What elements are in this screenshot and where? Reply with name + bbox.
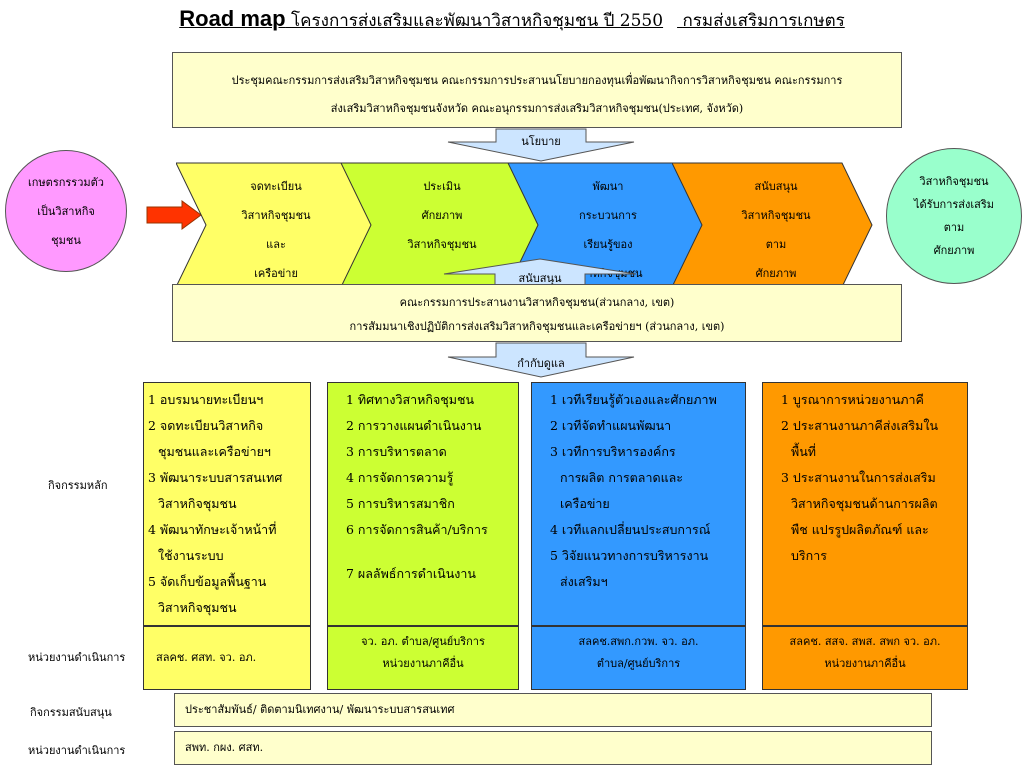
result-line-1: วิสาหกิจชุมชน — [919, 175, 989, 188]
chevron-register-line-1: จดทะเบียน — [250, 180, 302, 193]
activity-item: 2 เวทีจัดทำแผนพัฒนา — [550, 418, 672, 433]
policy-label: นโยบาย — [521, 135, 561, 148]
chevron-assess-text: ประเมิน ศักยภาพ วิสาหกิจชุมชน — [382, 172, 502, 284]
activity-item: วิสาหกิจชุมชนด้านการผลิต — [791, 496, 938, 511]
activity-item: 1 บูรณาการหน่วยงานภาคี — [781, 392, 924, 407]
coordination-line-2: การสัมมนาเชิงปฏิบัติการส่งเสริมวิสาหกิจช… — [349, 320, 725, 333]
committee-line-1: ประชุมคณะกรรมการส่งเสริมวิสาหกิจชุมชน คณ… — [231, 74, 843, 87]
activity-item: 3 การบริหารตลาด — [346, 444, 447, 459]
activity-item: 5 จัดเก็บข้อมูลพื้นฐาน — [148, 574, 267, 589]
result-line-4: ศักยภาพ — [933, 244, 975, 257]
chevron-develop-line-1: พัฒนา — [592, 180, 624, 193]
activity-item: เครือข่าย — [560, 496, 610, 511]
farmer-line-1: เกษตรกรรวมตัว — [28, 175, 104, 189]
activity-item: 1 อบรมนายทะเบียนฯ — [148, 392, 264, 407]
spacer — [346, 543, 514, 561]
activity-item: 2 จดทะเบียนวิสาหกิจ — [148, 418, 264, 433]
chevron-register-line-2: วิสาหกิจชุมชน — [241, 209, 311, 222]
policy-arrow-icon — [447, 128, 635, 162]
activity-item: 6 การจัดการสินค้า/บริการ — [346, 522, 488, 537]
activity-item: 3 พัฒนาระบบสารสนเทศ — [148, 470, 283, 485]
activity-item: 5 วิจัยแนวทางการบริหารงาน — [550, 548, 709, 563]
unit-label-2: หน่วยงานดำเนินการ — [28, 744, 126, 757]
activity-item: 1 เวทีเรียนรู้ตัวเองและศักยภาพ — [550, 392, 717, 407]
result-circle: วิสาหกิจชุมชน ได้รับการส่งเสริม ตาม ศักย… — [886, 148, 1022, 284]
chevron-register-text: จดทะเบียน วิสาหกิจชุมชน และ เครือข่าย — [216, 172, 336, 284]
result-line-3: ตาม — [943, 221, 965, 234]
farmer-line-2: เป็นวิสาหกิจ — [37, 204, 95, 218]
activity-item: พื้นที่ — [791, 444, 817, 459]
title-en: Road map — [179, 6, 286, 31]
activity-column-assess: 1 ทิศทางวิสาหกิจชุมชน 2 การวางแผนดำเนินง… — [327, 382, 519, 626]
activity-item: บริการ — [791, 548, 827, 563]
chevron-develop-line-2: กระบวนการ — [579, 209, 637, 222]
support-activity-row: ประชาสัมพันธ์/ ติดตามนิเทศงาน/ พัฒนาระบบ… — [174, 693, 932, 727]
chevron-support-line-1: สนับสนุน — [754, 180, 798, 193]
chevron-assess-line-2: ศักยภาพ — [421, 209, 463, 222]
activity-item: 5 การบริหารสมาชิก — [346, 496, 455, 511]
unit-box-support: สลคช. สสจ. สพส. สพก จว. อภ. หน่วยงานภาคี… — [762, 626, 968, 690]
unit-text: สลคช. สสจ. สพส. สพก จว. อภ. — [789, 635, 941, 648]
chevron-support-line-4: ศักยภาพ — [755, 267, 797, 280]
coordination-box: คณะกรรมการประสานงานวิสาหกิจชุมชน(ส่วนกลา… — [172, 284, 902, 342]
coordination-line-1: คณะกรรมการประสานงานวิสาหกิจชุมชน(ส่วนกลา… — [399, 296, 675, 309]
committee-line-2: ส่งเสริมวิสาหกิจชุมชนจังหวัด คณะอนุกรรมก… — [330, 102, 744, 115]
support-unit-row: สพท. กผง. ศสท. — [174, 731, 932, 765]
activity-item: 3 ประสานงานในการส่งเสริม — [781, 470, 936, 485]
chevron-register-line-4: เครือข่าย — [254, 267, 298, 280]
activity-item: 1 ทิศทางวิสาหกิจชุมชน — [346, 392, 475, 407]
activity-item: 4 พัฒนาทักษะเจ้าหน้าที่ — [148, 522, 277, 537]
page-title: Road map โครงการส่งเสริมและพัฒนาวิสาหกิจ… — [0, 6, 1024, 34]
support-activity-label: กิจกรรมสนับสนุน — [30, 706, 112, 719]
activity-item: 2 การวางแผนดำเนินงาน — [346, 418, 482, 433]
unit-text: หน่วยงานภาคีอื่น — [382, 657, 464, 670]
unit-box-register: สลคช. ศสท. จว. อภ. — [143, 626, 311, 690]
activity-item: 3 เวทีการบริหารองค์กร — [550, 444, 676, 459]
title-th: โครงการส่งเสริมและพัฒนาวิสาหกิจชุมชน ปี … — [291, 11, 664, 31]
activity-item: การผลิต การตลาดและ — [560, 470, 684, 485]
activity-column-support: 1 บูรณาการหน่วยงานภาคี 2 ประสานงานภาคีส่… — [762, 382, 968, 626]
activity-column-register: 1 อบรมนายทะเบียนฯ 2 จดทะเบียนวิสาหกิจ ชุ… — [143, 382, 311, 626]
red-arrow-icon — [146, 200, 202, 230]
activity-item: ชุมชนและเครือข่ายฯ — [158, 444, 271, 459]
chevron-support-line-3: ตาม — [765, 238, 787, 251]
support-label: สนับสนุน — [518, 272, 562, 285]
activity-item: 4 การจัดการความรู้ — [346, 470, 454, 485]
title-dept: กรมส่งเสริมการเกษตร — [682, 11, 845, 31]
activity-item: วิสาหกิจชุมชน — [158, 600, 237, 615]
unit-text: จว. อภ. ตำบล/ศูนย์บริการ — [361, 635, 485, 648]
chevron-develop-line-3: เรียนรู้ของ — [583, 238, 633, 251]
unit-box-develop: สลคช.สพก.กวพ. จว. อภ. ตำบล/ศูนย์บริการ — [531, 626, 746, 690]
chevron-assess-line-3: วิสาหกิจชุมชน — [407, 238, 477, 251]
activity-item: ส่งเสริมฯ — [560, 574, 608, 589]
committee-box: ประชุมคณะกรรมการส่งเสริมวิสาหกิจชุมชน คณ… — [172, 52, 902, 128]
activity-item: 2 ประสานงานภาคีส่งเสริมใน — [781, 418, 939, 433]
main-activity-label: กิจกรรมหลัก — [48, 479, 108, 492]
activity-item: วิสาหกิจชุมชน — [158, 496, 237, 511]
chevron-register-line-3: และ — [266, 238, 286, 251]
supervise-label: กำกับดูแล — [517, 357, 565, 370]
farmer-line-3: ชุมชน — [51, 233, 81, 247]
activity-item: พืช แปรรูปผลิตภัณฑ์ และ — [791, 522, 929, 537]
unit-text: ตำบล/ศูนย์บริการ — [596, 657, 681, 670]
chevron-support-text: สนับสนุน วิสาหกิจชุมชน ตาม ศักยภาพ — [714, 172, 838, 284]
unit-text: สลคช.สพก.กวพ. จว. อภ. — [578, 635, 699, 648]
farmer-group-circle: เกษตรกรรวมตัว เป็นวิสาหกิจ ชุมชน — [5, 150, 127, 272]
result-line-2: ได้รับการส่งเสริม — [913, 198, 995, 211]
chevron-support-line-2: วิสาหกิจชุมชน — [741, 209, 811, 222]
unit-text: หน่วยงานภาคีอื่น — [824, 657, 906, 670]
activity-item: 7 ผลลัพธ์การดำเนินงาน — [346, 566, 476, 581]
activity-item: ใช้งานระบบ — [158, 548, 224, 563]
activity-column-develop: 1 เวทีเรียนรู้ตัวเองและศักยภาพ 2 เวทีจัด… — [531, 382, 746, 626]
supervise-arrow-icon — [447, 342, 635, 378]
chevron-assess-line-1: ประเมิน — [423, 180, 461, 193]
activity-item: 4 เวทีแลกเปลี่ยนประสบการณ์ — [550, 522, 711, 537]
unit-text: สลคช. ศสท. จว. อภ. — [156, 651, 257, 664]
unit-label: หน่วยงานดำเนินการ — [28, 651, 126, 664]
unit-box-assess: จว. อภ. ตำบล/ศูนย์บริการ หน่วยงานภาคีอื่… — [327, 626, 519, 690]
